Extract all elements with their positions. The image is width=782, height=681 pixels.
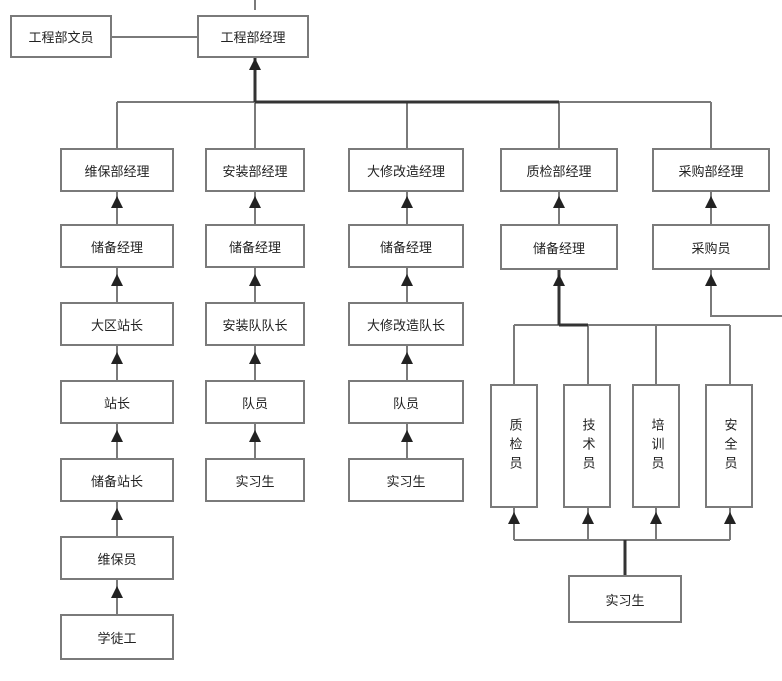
trainer-box: 培训员 bbox=[632, 384, 680, 508]
reserve-manager-box: 储备经理 bbox=[500, 224, 618, 270]
maintenance-manager-box: 维保部经理 bbox=[60, 148, 174, 192]
maintenance-staff-box: 维保员 bbox=[60, 536, 174, 580]
trainer-label: 培训员 bbox=[648, 417, 664, 475]
reserve-manager-box: 储备经理 bbox=[205, 224, 305, 268]
technician-label: 技术员 bbox=[579, 417, 595, 475]
installation-manager-box: 安装部经理 bbox=[205, 148, 305, 192]
overhaul-team-lead-box: 大修改造队长 bbox=[348, 302, 464, 346]
team-member-box: 队员 bbox=[348, 380, 464, 424]
quality-inspector-label: 质检员 bbox=[506, 417, 522, 475]
apprentice-box: 学徒工 bbox=[60, 614, 174, 660]
reserve-manager-box: 储备经理 bbox=[348, 224, 464, 268]
eng-manager-box: 工程部经理 bbox=[197, 15, 309, 58]
overhaul-manager-box: 大修改造经理 bbox=[348, 148, 464, 192]
quality-inspector-box: 质检员 bbox=[490, 384, 538, 508]
reserve-manager-box: 储备经理 bbox=[60, 224, 174, 268]
technician-box: 技术员 bbox=[563, 384, 611, 508]
eng-clerk-box: 工程部文员 bbox=[10, 15, 112, 58]
intern-box: 实习生 bbox=[205, 458, 305, 502]
team-member-box: 队员 bbox=[205, 380, 305, 424]
safety-officer-box: 安全员 bbox=[705, 384, 753, 508]
installation-team-lead-box: 安装队队长 bbox=[205, 302, 305, 346]
intern-box: 实习生 bbox=[348, 458, 464, 502]
station-chief-box: 站长 bbox=[60, 380, 174, 424]
quality-intern-box: 实习生 bbox=[568, 575, 682, 623]
purchasing-manager-box: 采购部经理 bbox=[652, 148, 770, 192]
purchaser-box: 采购员 bbox=[652, 224, 770, 270]
reserve-station-chief-box: 储备站长 bbox=[60, 458, 174, 502]
regional-station-chief-box: 大区站长 bbox=[60, 302, 174, 346]
safety-officer-label: 安全员 bbox=[721, 417, 737, 475]
quality-manager-box: 质检部经理 bbox=[500, 148, 618, 192]
